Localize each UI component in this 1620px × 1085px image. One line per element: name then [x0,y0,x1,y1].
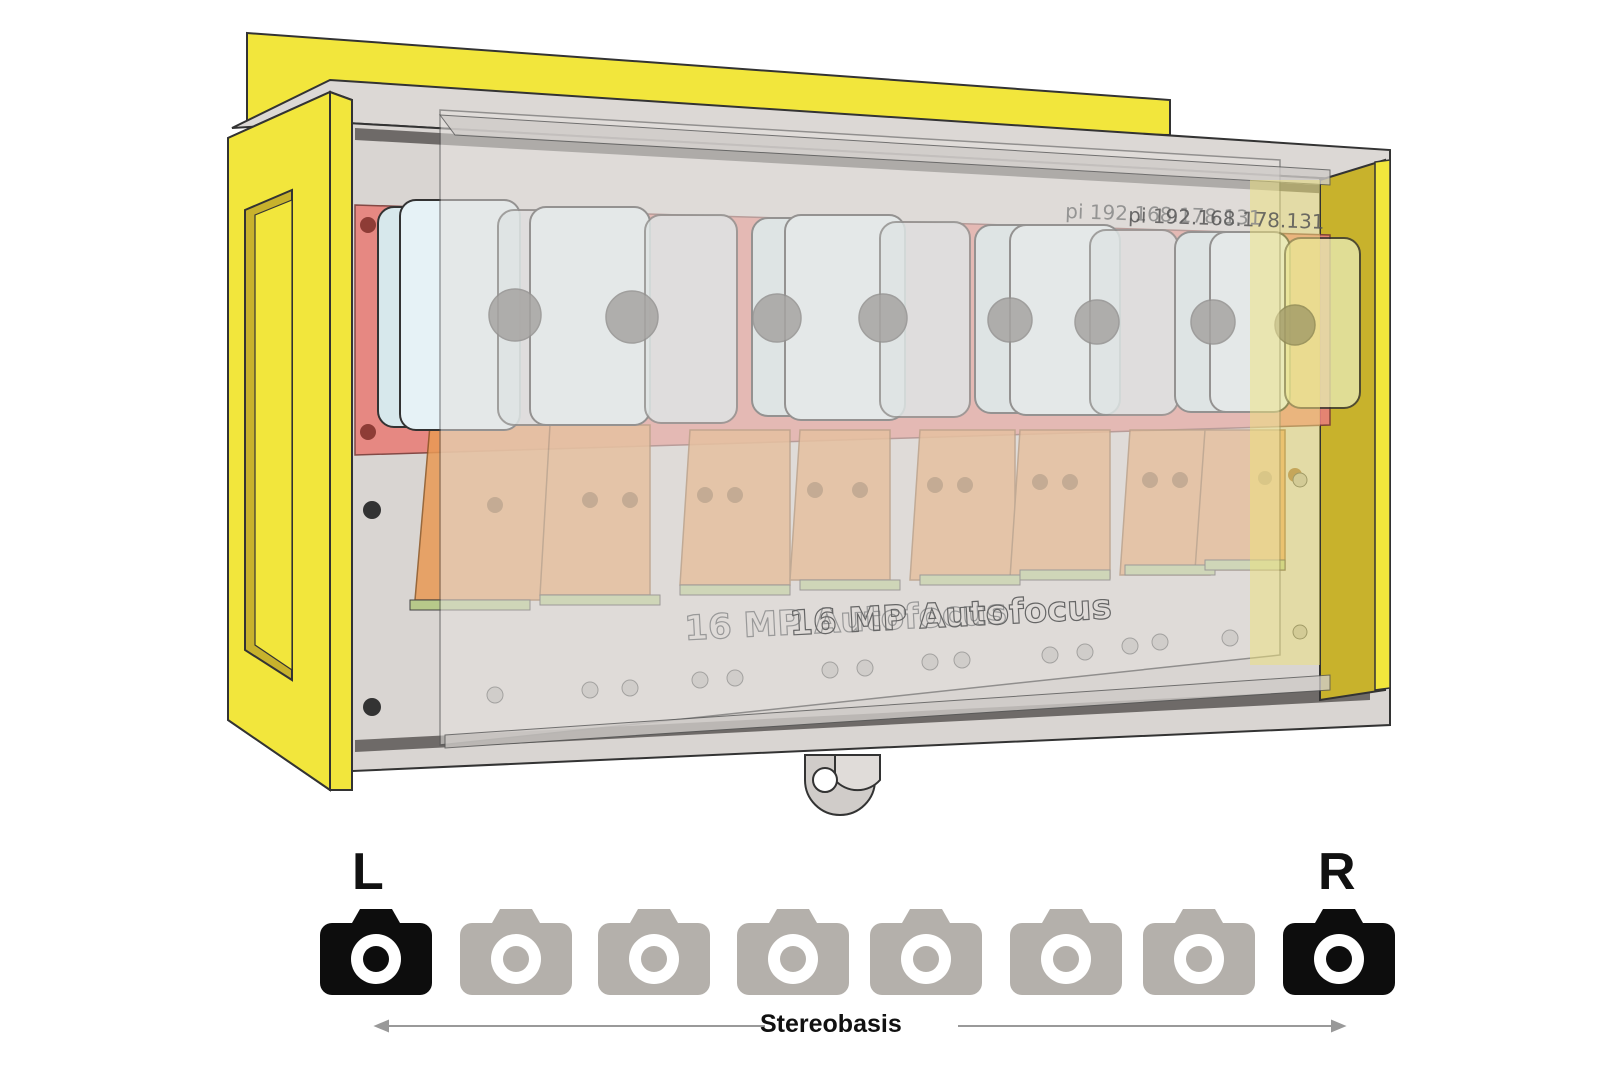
left-side-window-inner [254,199,293,672]
stereobasis-arrow [373,1019,1347,1033]
clamp-top-rail [438,114,1331,186]
camera-icon [460,909,572,995]
yellow-tint-panel [1250,180,1320,665]
board-hole [360,217,376,233]
board-hole [360,424,376,440]
camera-icon [1283,909,1395,995]
left-yellow-face [329,90,353,791]
right-camera-label: R [1318,843,1356,901]
camera-icon [1143,909,1255,995]
left-camera-label: L [352,843,384,901]
camera-row [320,909,1395,995]
right-yellow-face [1374,159,1391,691]
camera-icon [737,909,849,995]
stereobasis-label: Stereobasis [760,1010,902,1038]
camera-icon [1010,909,1122,995]
tripod-mount [804,754,881,816]
camera-icon [320,909,432,995]
side-screws [363,501,381,716]
clamp-bottom-rail [444,674,1331,749]
camera-icon [598,909,710,995]
camera-icon [870,909,982,995]
